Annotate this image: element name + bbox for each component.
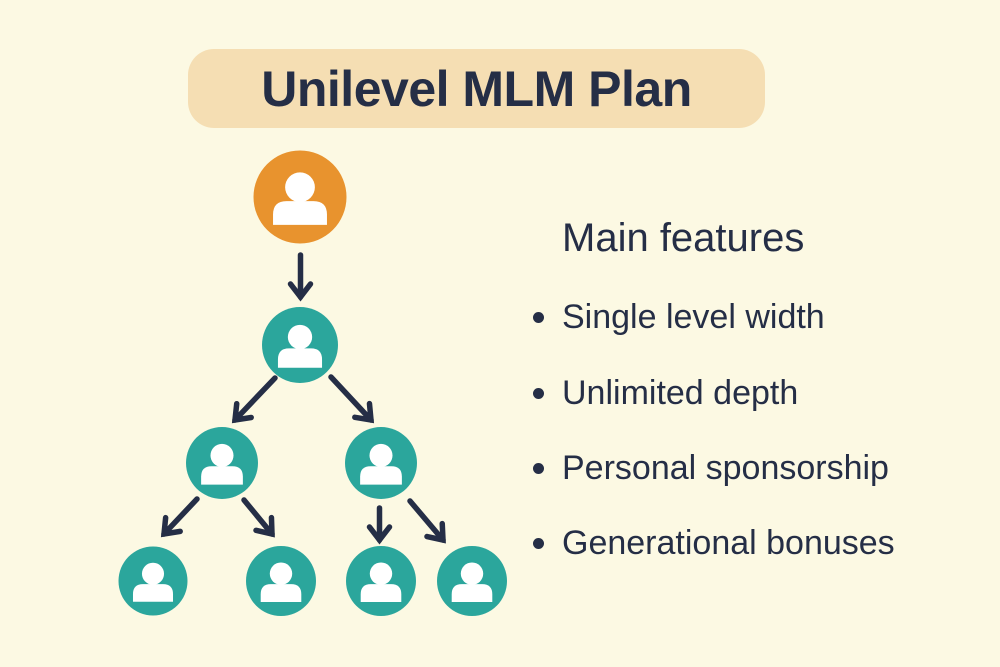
arrow-level2-to-level3-left — [231, 375, 278, 424]
person-node-level4-1 — [118, 546, 188, 616]
arrow-level3-right-to-level4-4 — [407, 498, 446, 544]
feature-item: Personal sponsorship — [533, 431, 973, 506]
page-title: Unilevel MLM Plan — [261, 60, 692, 117]
person-node-level4-2 — [246, 546, 316, 616]
bullet-icon — [533, 462, 544, 474]
feature-item: Unlimited depth — [533, 355, 973, 430]
feature-label: Personal sponsorship — [562, 448, 889, 487]
arrow-level3-left-to-level4-2 — [241, 497, 275, 538]
feature-item: Generational bonuses — [533, 506, 973, 581]
person-node-level1-1 — [253, 150, 347, 244]
bullet-icon — [533, 387, 544, 399]
feature-item: Single level width — [533, 280, 973, 355]
title-banner: Unilevel MLM Plan — [188, 49, 765, 128]
person-node-level2-1 — [262, 307, 338, 383]
person-node-level3-2 — [345, 427, 417, 499]
features-panel: Main features Single level width Unlimit… — [533, 216, 973, 582]
person-node-level3-1 — [186, 427, 258, 499]
arrow-level3-left-to-level4-1 — [160, 496, 200, 538]
features-list: Single level width Unlimited depth Perso… — [533, 280, 973, 582]
bullet-icon — [533, 312, 544, 324]
bullet-icon — [533, 538, 544, 550]
person-node-level4-3 — [346, 546, 416, 616]
feature-label: Generational bonuses — [562, 524, 895, 563]
arrow-level2-to-level3-right — [328, 374, 375, 424]
feature-label: Single level width — [562, 298, 825, 337]
feature-label: Unlimited depth — [562, 373, 799, 412]
features-heading: Main features — [562, 216, 805, 260]
person-node-level4-4 — [437, 546, 507, 616]
